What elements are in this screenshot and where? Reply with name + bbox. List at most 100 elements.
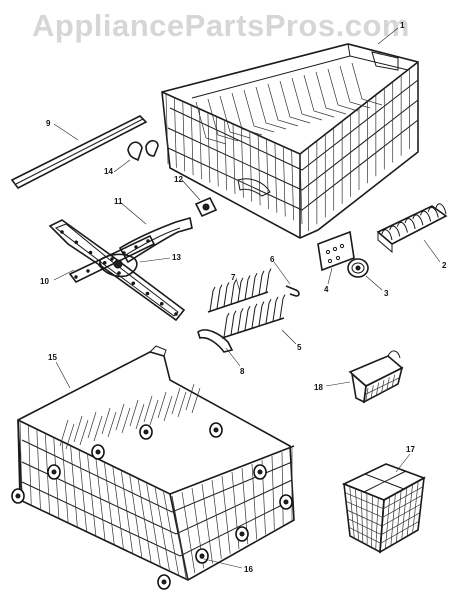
spray-hole	[102, 260, 107, 265]
upper-rack-wire	[165, 93, 169, 165]
callout-8: 8	[240, 367, 245, 376]
upper-rack	[161, 43, 419, 239]
adjuster-plate	[317, 230, 355, 272]
upper-rack-wire	[182, 101, 186, 172]
tine	[265, 268, 272, 293]
basket-wire	[381, 512, 421, 535]
lower-rack-wire	[201, 483, 213, 564]
shelf-rib	[412, 214, 424, 226]
spray-hole	[131, 281, 136, 286]
small-basket	[348, 350, 404, 404]
shelf-rib	[396, 221, 408, 233]
callout-6: 6	[270, 255, 275, 264]
callout-13: 13	[172, 253, 181, 262]
upper-rack-tine	[255, 86, 287, 130]
callout-7: 7	[231, 273, 236, 282]
tine	[237, 277, 244, 302]
basket-wire	[370, 385, 374, 398]
basket-wire	[382, 495, 423, 518]
callout-9: 9	[46, 119, 51, 128]
basket-wire	[380, 521, 420, 544]
upper-rack-tine	[195, 101, 227, 145]
spray-hole	[74, 275, 78, 279]
shelf-rib	[389, 225, 401, 237]
shelf-rib	[427, 206, 439, 218]
watermark: AppliancePartsPros.com	[32, 8, 410, 43]
shelf-rib	[381, 229, 393, 241]
upper-rack-wire	[224, 120, 227, 191]
leader-lines	[53, 27, 441, 569]
callout-14: 14	[104, 167, 113, 176]
shelf-rib	[404, 218, 416, 229]
lower-rack-wire	[221, 475, 231, 554]
lower-rack-tine	[171, 387, 187, 418]
upper-rack-tine	[231, 92, 263, 136]
basket-wire	[375, 382, 380, 396]
tine	[251, 303, 258, 328]
callout-16: 16	[244, 565, 253, 574]
tine	[223, 312, 230, 338]
callouts: 1 2 3 4 5 6 7 8 9 10 11 12 13 14 15 16 1…	[40, 21, 447, 574]
tine	[230, 310, 237, 335]
bearing	[194, 196, 218, 218]
tine	[265, 298, 272, 324]
upper-rack-tine	[267, 83, 299, 127]
spray-hole	[146, 239, 150, 243]
upper-rack-tine	[291, 77, 323, 121]
rack-roller	[347, 258, 369, 278]
tine	[251, 272, 258, 298]
lower-rack-tine	[87, 411, 103, 442]
lower-rack-wire	[154, 487, 170, 572]
callout-12: 12	[174, 175, 183, 184]
tine	[209, 286, 216, 312]
spray-arm-assembly	[48, 216, 193, 322]
upper-rack-tine	[339, 65, 371, 109]
wheel-hub	[15, 493, 21, 499]
wheel-hub	[213, 427, 219, 433]
upper-rack-wire	[274, 142, 278, 213]
lower-rack-wire	[281, 451, 284, 525]
callout-2: 2	[442, 261, 447, 270]
tine	[216, 284, 223, 309]
tine	[258, 301, 265, 326]
callout-5: 5	[297, 343, 302, 352]
tine	[272, 296, 279, 321]
upper-rack-tine	[219, 95, 251, 139]
callout-10: 10	[40, 277, 49, 286]
basket-wire	[381, 503, 422, 527]
wheel-hub	[199, 553, 205, 559]
lower-rack-tine	[129, 399, 145, 430]
lower-rack-tine	[143, 395, 159, 426]
tine	[244, 305, 251, 331]
upper-rack-wire	[199, 108, 202, 180]
lower-rack-wire	[251, 463, 258, 540]
upper-rack-wire	[207, 112, 211, 183]
basket-wire	[347, 518, 382, 535]
upper-rack-wire	[232, 123, 236, 195]
lower-rack-wire	[163, 491, 180, 576]
callout-3: 3	[384, 289, 389, 298]
upper-rack-wire	[282, 146, 286, 217]
basket-wire	[346, 509, 383, 527]
tine	[230, 279, 237, 305]
wheel-hub	[95, 449, 101, 455]
lower-rack-wire	[171, 495, 187, 579]
basket-wire	[386, 377, 390, 391]
basket-wire	[344, 492, 384, 509]
tine	[244, 275, 251, 300]
upper-rack-wire	[190, 105, 194, 176]
tine-bar	[207, 291, 269, 313]
upper-rack-wire	[291, 150, 294, 221]
lower-rack-wire	[36, 430, 41, 509]
silverware-basket	[342, 463, 426, 554]
lower-rack	[17, 345, 295, 581]
lower-rack-wire	[95, 458, 106, 541]
callout-4: 4	[324, 285, 329, 294]
tine	[258, 270, 265, 295]
callout-18: 18	[314, 383, 323, 392]
lower-rack-wire	[181, 491, 196, 574]
shelf-rib	[420, 210, 432, 222]
lower-rack-wire	[61, 442, 69, 523]
spray-hole	[74, 240, 79, 245]
